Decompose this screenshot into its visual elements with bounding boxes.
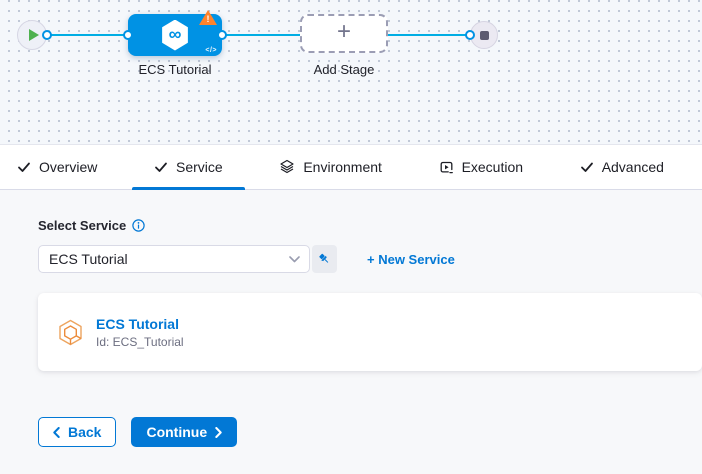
- chevron-left-icon: [53, 426, 60, 438]
- stage-tabbar: Overview Service Environment Execution A…: [0, 145, 702, 190]
- plus-icon: +: [336, 18, 351, 45]
- service-card-text: ECS Tutorial Id: ECS_Tutorial: [96, 316, 184, 349]
- footer-buttons: Back Continue: [38, 417, 702, 447]
- pin-service-button[interactable]: [312, 245, 337, 273]
- check-icon: [18, 162, 30, 172]
- add-stage-button[interactable]: +: [300, 14, 388, 53]
- check-icon: [580, 162, 593, 172]
- play-icon: [28, 29, 39, 41]
- back-button[interactable]: Back: [38, 417, 117, 447]
- pin-icon: [319, 253, 329, 263]
- code-icon: </>: [205, 47, 217, 54]
- connector-line: [387, 34, 471, 36]
- connector-line: [222, 34, 301, 36]
- execution-icon: [440, 161, 453, 173]
- tab-overview[interactable]: Overview: [17, 145, 97, 189]
- stage-node-ecs-tutorial[interactable]: ! ∞ </>: [128, 10, 222, 56]
- service-select[interactable]: [38, 245, 310, 273]
- tab-advanced[interactable]: Advanced: [580, 145, 664, 189]
- stage-name-label: ECS Tutorial: [138, 62, 212, 77]
- chevron-down-icon[interactable]: [289, 256, 300, 263]
- connector-line: [47, 34, 128, 36]
- warning-icon[interactable]: !: [199, 10, 217, 25]
- service-select-input[interactable]: [39, 246, 309, 272]
- tab-service[interactable]: Service: [132, 145, 245, 190]
- check-icon: [155, 162, 167, 172]
- info-icon[interactable]: [132, 219, 145, 232]
- pipeline-canvas: ! ∞ </> ECS Tutorial + Add Stage: [0, 0, 702, 145]
- service-hexagon-icon: [59, 319, 82, 345]
- service-panel: Select Service + New Service: [0, 190, 702, 447]
- chevron-right-icon: [215, 426, 222, 438]
- select-service-label: Select Service: [38, 218, 702, 233]
- connector-port[interactable]: [42, 30, 52, 40]
- service-select-row: + New Service: [38, 245, 702, 273]
- deploy-stage-icon: ∞: [162, 19, 188, 51]
- connector-port[interactable]: [123, 30, 133, 40]
- service-card-title[interactable]: ECS Tutorial: [96, 315, 179, 332]
- tab-execution[interactable]: Execution: [439, 145, 523, 189]
- service-card[interactable]: ECS Tutorial Id: ECS_Tutorial: [38, 293, 702, 371]
- new-service-link[interactable]: + New Service: [367, 251, 455, 267]
- add-stage-label: Add Stage: [313, 62, 375, 77]
- layers-icon: [280, 159, 294, 174]
- continue-button[interactable]: Continue: [131, 417, 238, 447]
- connector-port[interactable]: [217, 30, 227, 40]
- stop-icon: [479, 30, 489, 40]
- active-tab-underline: [132, 187, 245, 190]
- tab-environment[interactable]: Environment: [279, 145, 382, 189]
- connector-port[interactable]: [465, 30, 475, 40]
- service-card-id: Id: ECS_Tutorial: [96, 334, 184, 349]
